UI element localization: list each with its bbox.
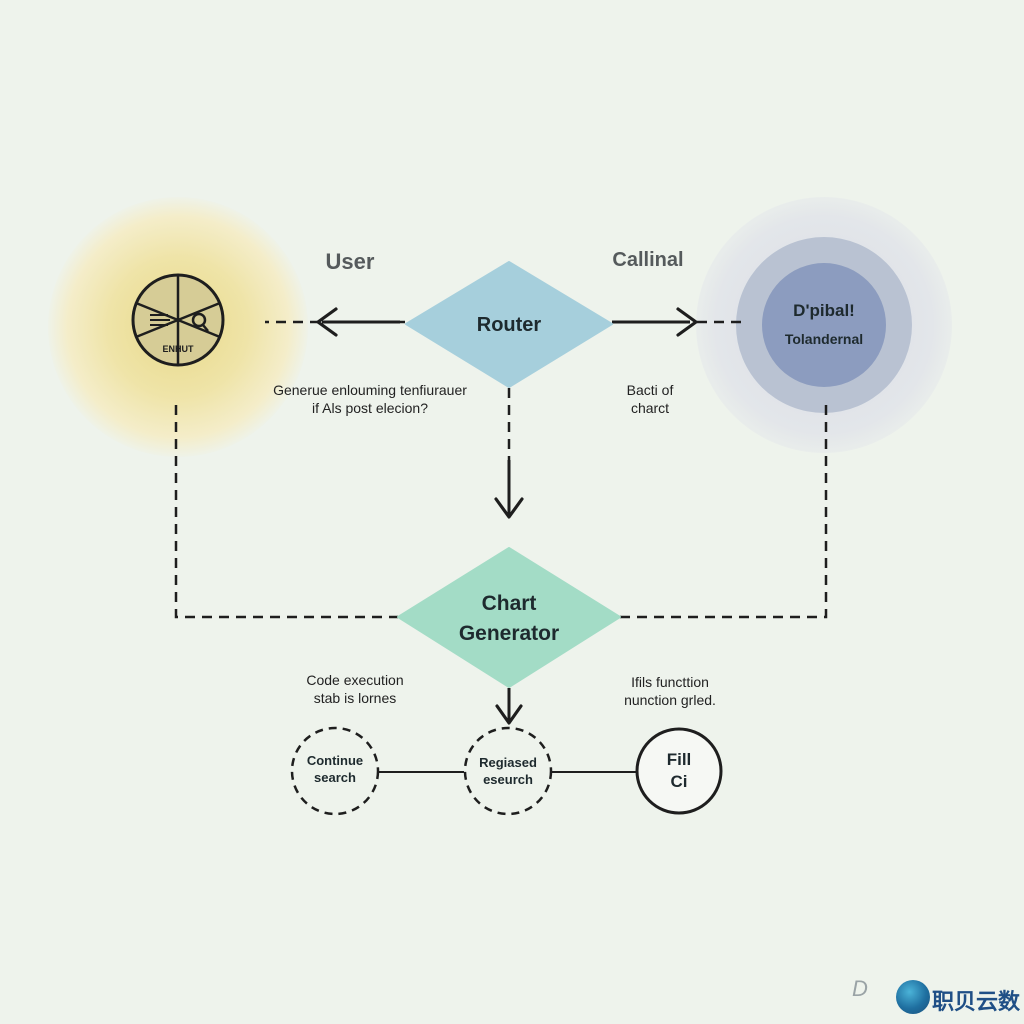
regiased-eseurch-node[interactable]: [463, 726, 553, 816]
regiased-label-line1: Regiased: [479, 755, 537, 770]
continue-search-label-line2: search: [314, 770, 356, 785]
input-icon: [131, 273, 225, 367]
input-icon-label: ENHUT: [162, 344, 194, 354]
fills-note-line1: Ifils functtion: [631, 674, 709, 690]
user-label: User: [325, 249, 375, 274]
right-note-line1: Bacti of: [626, 382, 674, 398]
router-to-user-arrow-icon: [316, 307, 338, 337]
watermark-text: D: [852, 976, 868, 1001]
fills-note-line2: nunction grled.: [624, 692, 716, 708]
right-note-line2: charct: [630, 400, 670, 416]
fill-label-line2: Ci: [670, 772, 688, 791]
router-label: Router: [476, 314, 542, 336]
continue-search-label-line1: Continue: [306, 753, 364, 768]
fill-node[interactable]: [635, 727, 723, 815]
router-to-chart-arrow-icon: [494, 497, 524, 519]
watermark-logo-icon: [896, 980, 930, 1014]
right-to-chart-line: [620, 405, 828, 619]
router-to-right-arrow-icon: [676, 307, 698, 337]
chart-generator-diamond[interactable]: [397, 547, 621, 688]
chart-generator-label-line1: Chart: [481, 592, 537, 615]
watermark-brand: 职贝云数: [932, 989, 1021, 1014]
continue-search-node[interactable]: [290, 726, 380, 816]
fill-label-line1: Fill: [666, 750, 692, 769]
router-diamond[interactable]: [405, 261, 613, 388]
user-to-chart-line: [174, 405, 398, 619]
right-circle-label-line2: Tolandernal: [784, 331, 864, 347]
code-note-line1: Code execution: [306, 672, 404, 688]
right-circle-label-line1: D'pibal!: [793, 301, 855, 320]
chart-to-regiased-arrow-icon: [495, 704, 523, 725]
chart-generator-label-line2: Generator: [458, 622, 560, 645]
user-note-line2: if Als post elecion?: [312, 400, 428, 416]
callinal-label: Callinal: [612, 249, 684, 271]
right-core-circle: [762, 263, 886, 387]
user-note-line1: Generue enlouming tenfiurauer: [273, 382, 467, 398]
regiased-label-line2: eseurch: [483, 772, 533, 787]
code-note-line2: stab is lornes: [313, 690, 397, 706]
